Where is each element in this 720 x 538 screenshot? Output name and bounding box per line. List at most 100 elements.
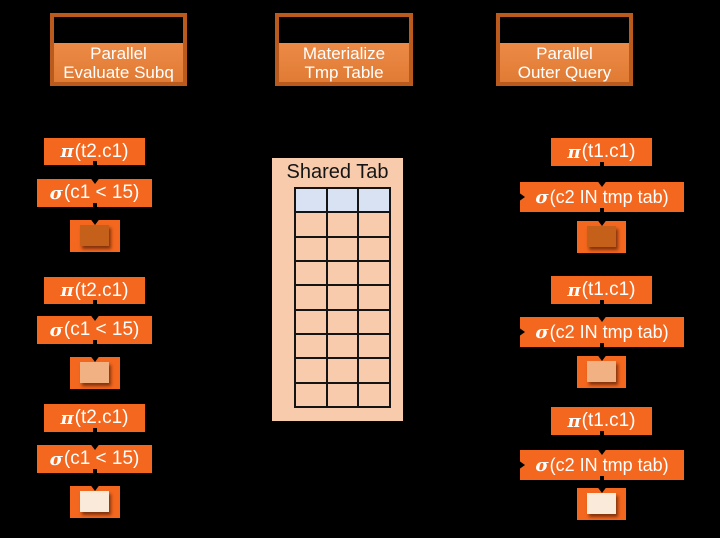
arrow-stub-icon bbox=[92, 300, 97, 306]
arrow-stub-icon bbox=[600, 343, 604, 349]
header-box-black-area bbox=[279, 17, 409, 43]
arrow-stub-icon bbox=[92, 203, 97, 209]
project-op-left-3: π(t2.c1) bbox=[44, 404, 145, 434]
header-box-black-area bbox=[54, 17, 183, 43]
table-cell bbox=[359, 359, 389, 382]
header-line2: Tmp Table bbox=[304, 62, 384, 82]
sigma-symbol: σ bbox=[535, 186, 549, 208]
arrow-down-icon bbox=[88, 442, 101, 450]
table-header-cell bbox=[296, 189, 326, 212]
table-cell bbox=[359, 383, 389, 406]
page-fill bbox=[80, 491, 109, 512]
arrow-down-icon bbox=[595, 353, 608, 361]
project-op-right-2: π(t1.c1) bbox=[551, 276, 652, 306]
sigma-symbol: σ bbox=[535, 321, 549, 343]
arrow-down-icon bbox=[596, 447, 608, 455]
table-cell bbox=[327, 359, 358, 382]
table-cell bbox=[327, 262, 358, 285]
pi-symbol: π bbox=[60, 407, 74, 429]
shared-table-grid bbox=[294, 187, 391, 408]
arrow-down-icon bbox=[595, 218, 608, 226]
arrow-stub-icon bbox=[600, 476, 604, 482]
table-cell bbox=[327, 237, 358, 260]
select-args: (c2 IN tmp tab) bbox=[549, 321, 669, 342]
arrow-right-icon bbox=[518, 192, 525, 202]
arrow-stub-icon bbox=[92, 428, 97, 434]
page-fill bbox=[587, 226, 616, 247]
sigma-symbol: σ bbox=[49, 182, 63, 204]
table-cell bbox=[296, 359, 326, 382]
project-op-right-1: π(t1.c1) bbox=[551, 138, 652, 168]
project-op-left-2: π(t2.c1) bbox=[44, 277, 145, 306]
project-args: (t1.c1) bbox=[581, 141, 636, 162]
select-op-right-3: σ(c2 IN tmp tab) bbox=[518, 447, 684, 482]
select-args: (c1 < 15) bbox=[63, 319, 140, 340]
arrow-stub-icon bbox=[599, 431, 604, 437]
select-args: (c2 IN tmp tab) bbox=[549, 186, 669, 207]
page-fill bbox=[80, 362, 109, 383]
arrow-stub-icon bbox=[92, 161, 97, 167]
select-args: (c2 IN tmp tab) bbox=[549, 454, 669, 475]
select-op-right-1: σ(c2 IN tmp tab) bbox=[518, 179, 684, 214]
arrow-down-icon bbox=[596, 314, 608, 322]
table-cell bbox=[359, 213, 389, 236]
header-line1: Parallel bbox=[536, 43, 593, 63]
table-cell bbox=[296, 310, 326, 333]
arrow-down-icon bbox=[89, 354, 101, 362]
table-cell bbox=[296, 213, 326, 236]
table-cell bbox=[327, 286, 358, 309]
header-line1: Parallel bbox=[90, 43, 147, 63]
arrow-stub-icon bbox=[92, 469, 97, 475]
project-args: (t2.c1) bbox=[74, 407, 129, 428]
sigma-symbol: σ bbox=[535, 454, 549, 476]
arrow-stub-icon bbox=[599, 162, 604, 168]
page-icon bbox=[577, 485, 626, 520]
arrow-down-icon bbox=[595, 485, 608, 493]
project-args: (t2.c1) bbox=[74, 140, 129, 162]
page-icon bbox=[70, 483, 120, 518]
table-cell bbox=[359, 286, 389, 309]
pi-symbol: π bbox=[567, 141, 581, 163]
project-args: (t2.c1) bbox=[74, 279, 129, 301]
project-args: (t1.c1) bbox=[581, 279, 636, 300]
select-args: (c1 < 15) bbox=[63, 182, 140, 203]
project-op-right-3: π(t1.c1) bbox=[551, 407, 652, 437]
header-label: Parallel Evaluate Subq bbox=[54, 43, 183, 82]
table-cell bbox=[327, 213, 358, 236]
page-fill bbox=[80, 225, 109, 246]
table-header-cell bbox=[327, 189, 358, 212]
table-cell bbox=[359, 237, 389, 260]
table-cell bbox=[359, 310, 389, 333]
arrow-down-icon bbox=[88, 313, 101, 321]
shared-tmp-table-panel: Shared Tab bbox=[272, 158, 403, 421]
table-cell bbox=[327, 383, 358, 406]
header-label: Parallel Outer Query bbox=[500, 43, 629, 82]
table-cell bbox=[296, 237, 326, 260]
arrow-stub-icon bbox=[599, 300, 604, 306]
table-cell bbox=[296, 383, 326, 406]
pi-symbol: π bbox=[567, 410, 581, 432]
page-icon bbox=[70, 217, 120, 252]
header-line1: Materialize bbox=[302, 43, 386, 63]
table-cell bbox=[327, 335, 358, 358]
header-line2: Evaluate Subq bbox=[63, 62, 174, 82]
table-cell bbox=[327, 310, 358, 333]
arrow-down-icon bbox=[596, 179, 608, 187]
project-args: (t1.c1) bbox=[581, 410, 636, 431]
select-op-left-2: σ(c1 < 15) bbox=[37, 313, 152, 346]
pi-symbol: π bbox=[60, 280, 74, 301]
table-cell bbox=[296, 286, 326, 309]
header-line2: Outer Query bbox=[517, 62, 612, 82]
page-icon bbox=[577, 353, 626, 388]
select-args: (c1 < 15) bbox=[63, 448, 140, 469]
arrow-down-icon bbox=[89, 217, 101, 225]
select-op-left-3: σ(c1 < 15) bbox=[37, 442, 152, 475]
page-fill bbox=[587, 493, 616, 514]
select-op-right-2: σ(c2 IN tmp tab) bbox=[518, 314, 684, 349]
project-op-left-1: π(t2.c1) bbox=[44, 138, 145, 167]
pi-symbol: π bbox=[567, 279, 581, 301]
arrow-right-icon bbox=[518, 460, 525, 470]
table-cell bbox=[296, 335, 326, 358]
sigma-symbol: σ bbox=[49, 319, 63, 341]
